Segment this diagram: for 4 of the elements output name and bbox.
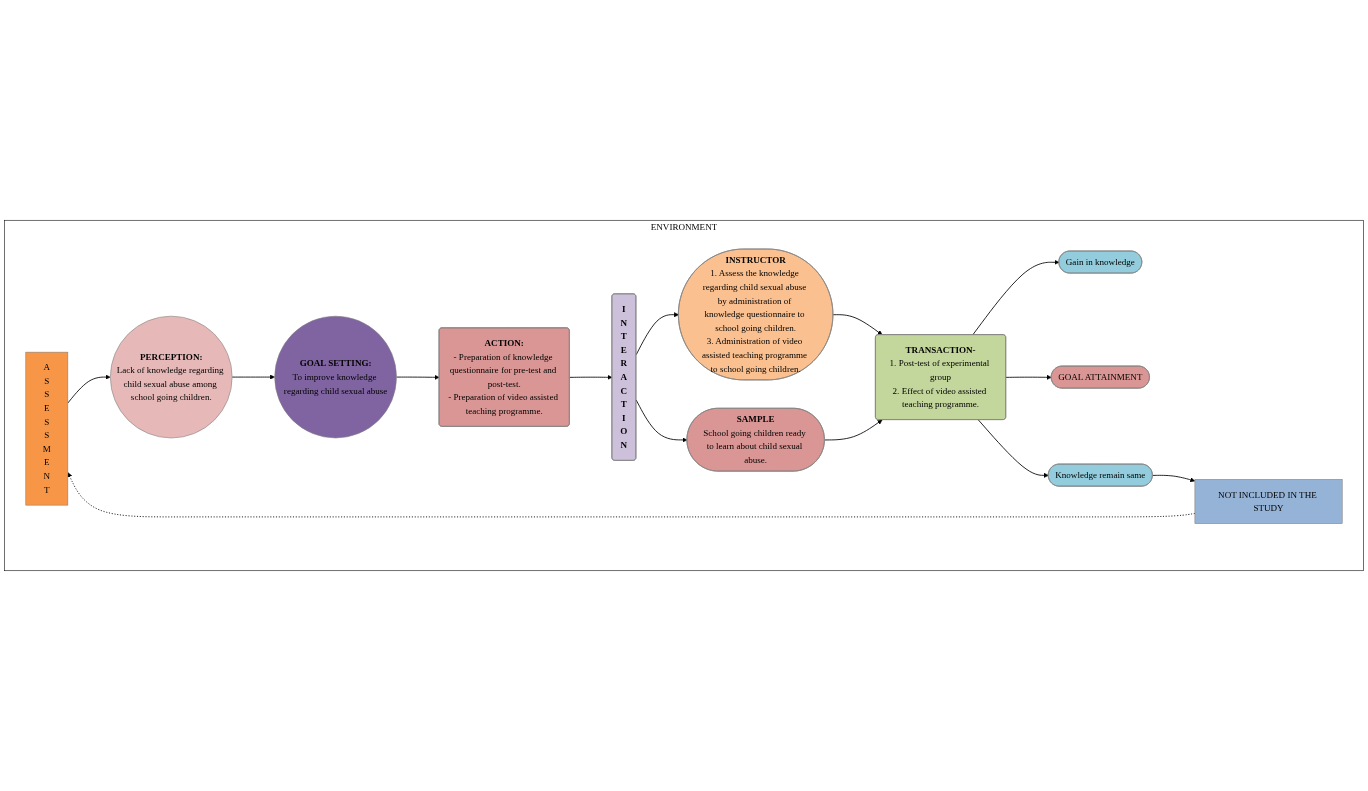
node-circle: GOAL SETTING: To improve knowledge regarding child sexual abuse [274,315,397,439]
node-circle: PERCEPTION: Lack of knowledge regarding child sexual abuse among school going children. [110,315,233,439]
node-box: NOT INCLUDED IN THE STUDY [1194,479,1343,524]
node-box: A S S E S S M E N T [25,351,69,506]
